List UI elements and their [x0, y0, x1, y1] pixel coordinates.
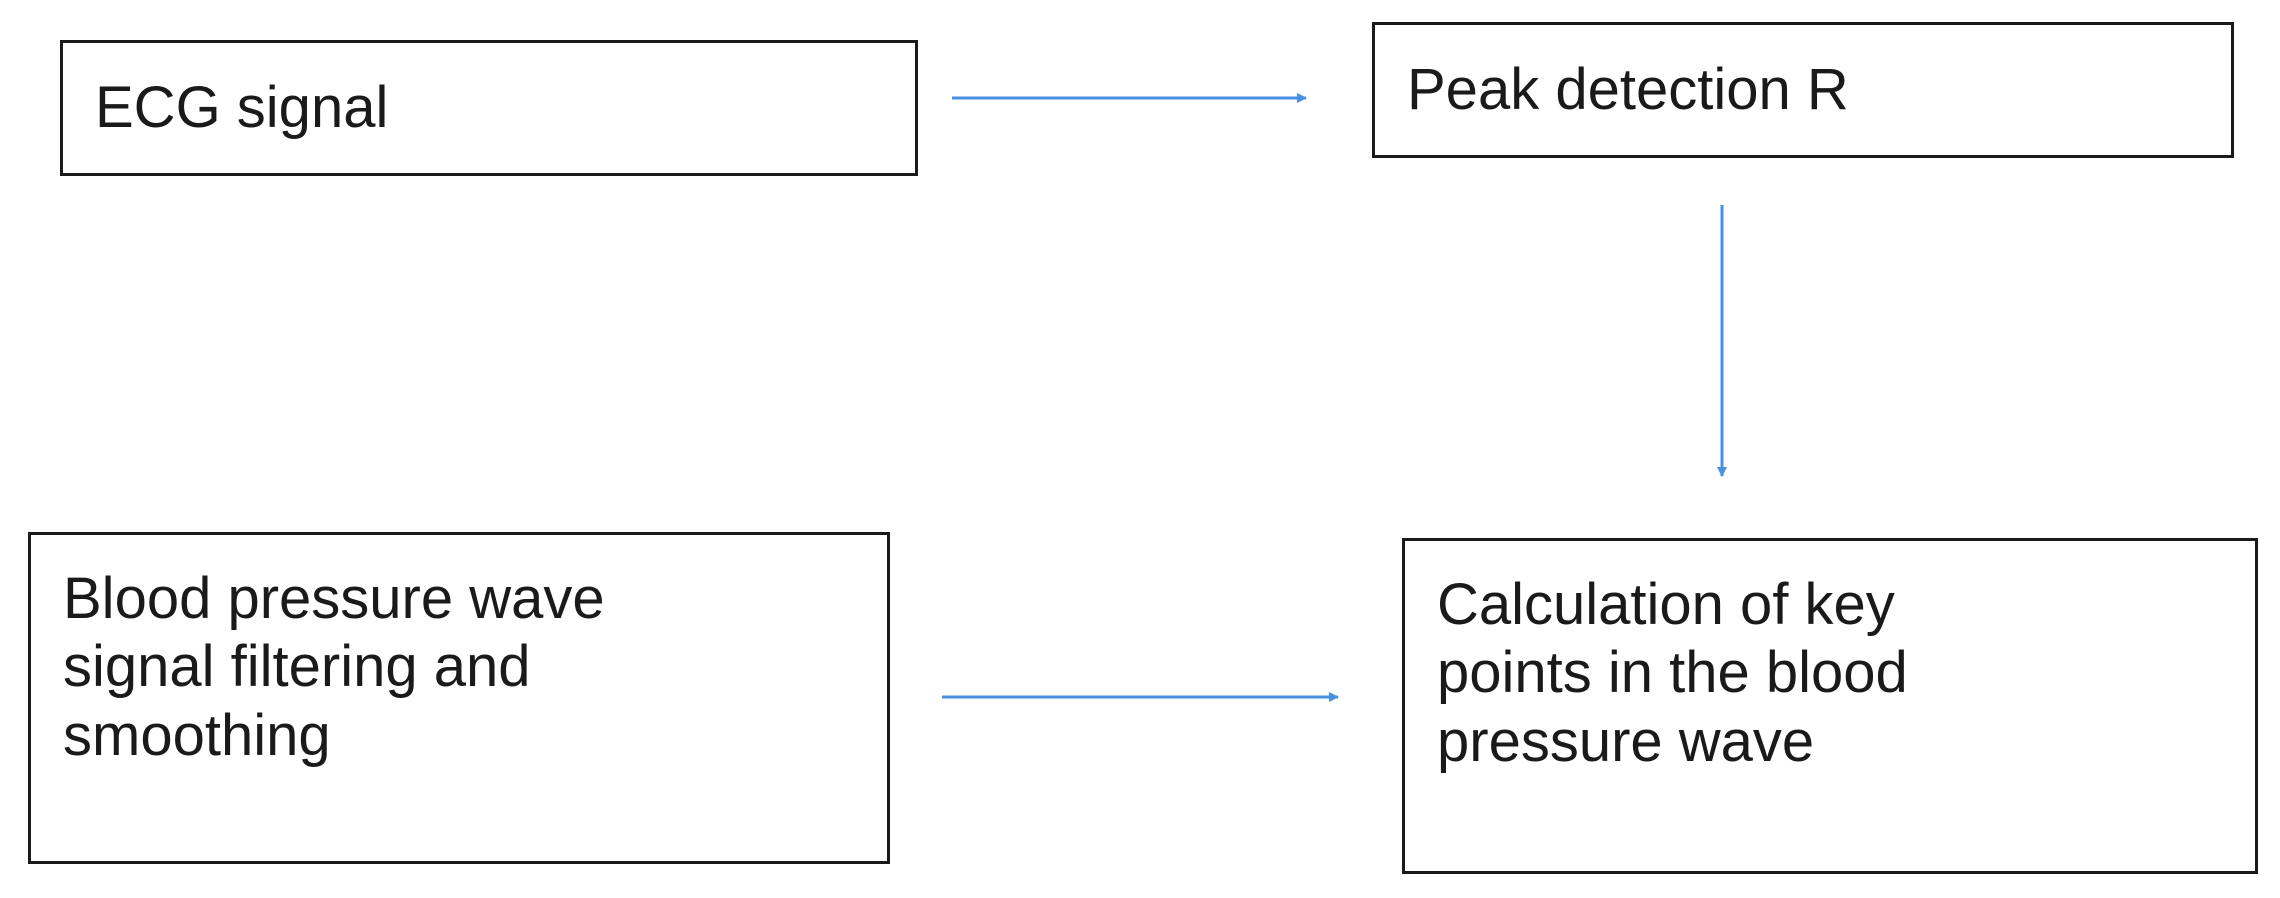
node-peak-detection: Peak detection R — [1372, 22, 2234, 158]
node-keypoint-calculation-label: Calculation of key points in the blood p… — [1437, 572, 1908, 774]
node-ecg-signal: ECG signal — [60, 40, 918, 176]
node-ecg-signal-label: ECG signal — [95, 74, 389, 140]
node-bp-filtering: Blood pressure wave signal filtering and… — [28, 532, 890, 864]
node-bp-filtering-label: Blood pressure wave signal filtering and… — [63, 566, 605, 768]
node-peak-detection-label: Peak detection R — [1407, 56, 1849, 122]
node-keypoint-calculation: Calculation of key points in the blood p… — [1402, 538, 2258, 874]
